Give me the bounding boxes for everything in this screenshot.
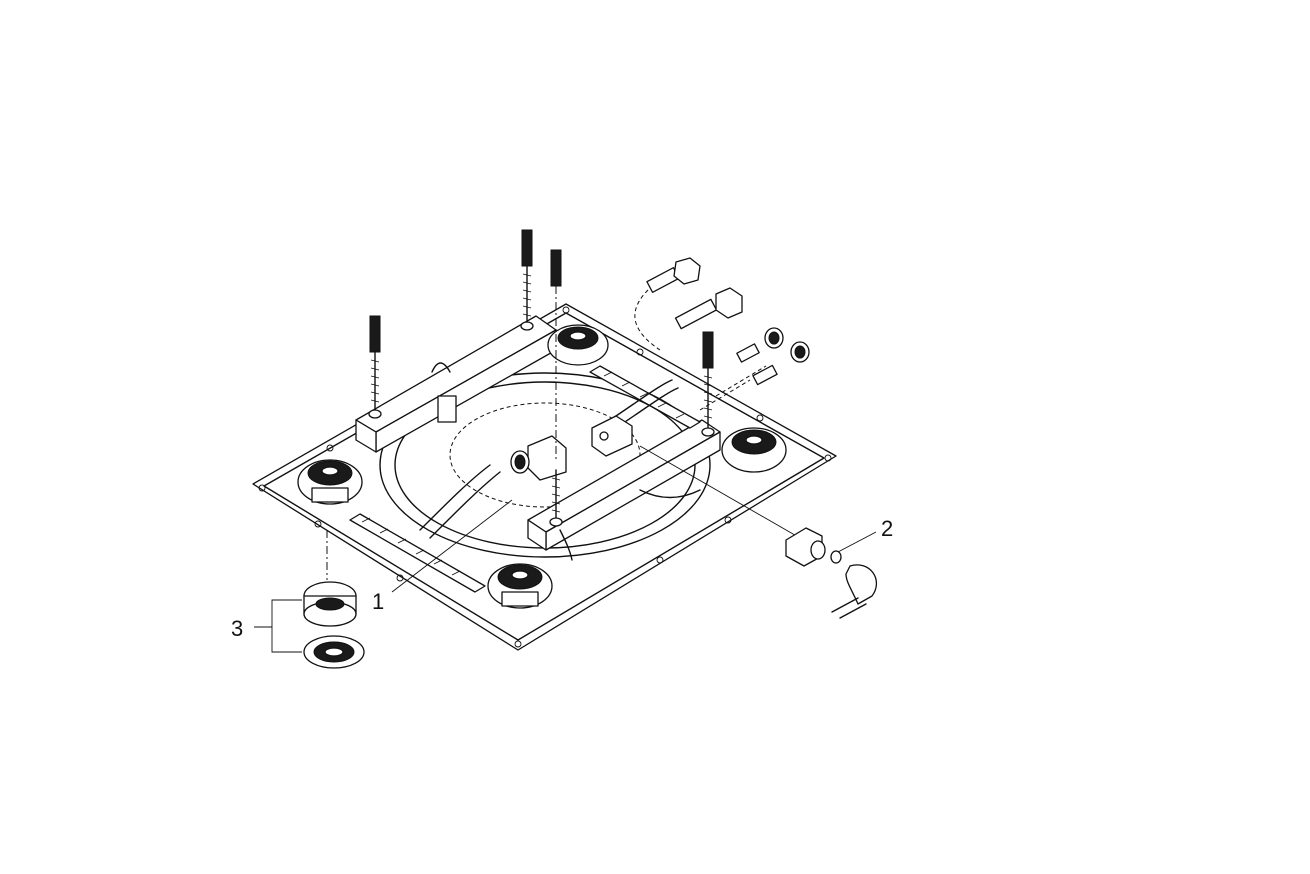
upper-bracket-left [355, 315, 557, 453]
threaded-nipple-2 [752, 341, 810, 386]
part-3-seal-stack [303, 530, 365, 669]
callout-2: 2 [881, 516, 893, 541]
callout-1: 1 [372, 589, 384, 614]
callout-3: 3 [231, 616, 243, 641]
corner-valve-right [721, 427, 787, 473]
lower-bracket-right [527, 419, 721, 551]
screws [368, 229, 715, 527]
internal-hoses [419, 379, 701, 561]
hex-nut-adapters [634, 257, 810, 411]
corner-valve-top [547, 324, 609, 366]
callout-leaders [254, 499, 877, 653]
corner-valve-left [297, 459, 363, 505]
threaded-nipple-1 [736, 327, 784, 363]
hex-adapter-2 [674, 287, 743, 330]
part-2-elbow-assembly [639, 445, 878, 619]
corner-valve-bottom [487, 563, 553, 609]
connector-block [591, 415, 633, 457]
hex-adapter-1 [634, 257, 701, 351]
